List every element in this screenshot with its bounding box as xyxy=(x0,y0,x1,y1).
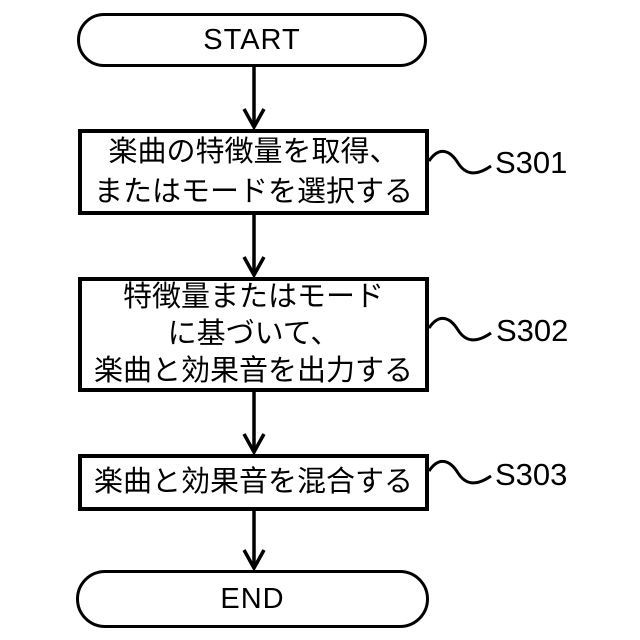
step-box-s302: 特徴量またはモード に基づいて、 楽曲と効果音を出力する xyxy=(78,277,429,392)
squiggle-leader-s301 xyxy=(427,150,492,175)
start-label: START xyxy=(203,23,301,56)
step-text-line: 楽曲と効果音を混合する xyxy=(93,466,413,498)
end-label: END xyxy=(220,582,285,615)
end-node: END xyxy=(76,570,429,628)
step-box-s303: 楽曲と効果音を混合する xyxy=(78,454,429,511)
arrow-s303-to-end xyxy=(242,510,266,572)
arrow-start-to-s301 xyxy=(242,66,266,131)
step-text-line: 特徴量またはモード xyxy=(122,281,384,313)
step-id-s303: S303 xyxy=(495,457,568,492)
arrow-s301-to-s302 xyxy=(242,214,266,279)
step-id-s301: S301 xyxy=(495,145,568,180)
arrow-s302-to-s303 xyxy=(242,391,266,456)
step-text-line: 楽曲の特徴量を取得、 xyxy=(108,136,399,168)
step-text-line: に基づいて、 xyxy=(167,318,340,350)
step-id-s302: S302 xyxy=(496,313,569,348)
step-box-s301: 楽曲の特徴量を取得、 またはモードを選択する xyxy=(78,129,429,215)
squiggle-leader-s302 xyxy=(427,317,492,342)
start-node: START xyxy=(77,13,427,67)
step-text-line: 楽曲と効果音を出力する xyxy=(93,355,413,387)
squiggle-leader-s303 xyxy=(427,460,492,485)
step-text-line: またはモードを選択する xyxy=(93,176,413,208)
